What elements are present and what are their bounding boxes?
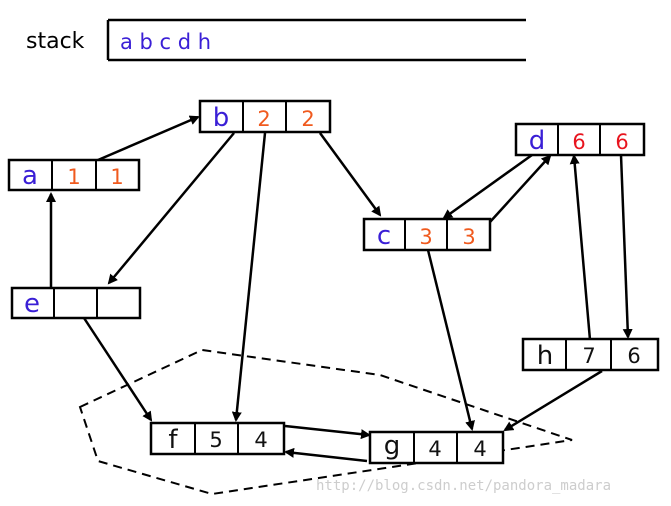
node-f-value-1: 5 [209, 428, 222, 452]
node-h-value-1: 7 [582, 344, 595, 368]
node-a-value-1: 1 [67, 165, 80, 189]
node-h-value-2: 6 [627, 344, 640, 368]
stack-label: stack [26, 29, 85, 54]
node-g-value-2: 4 [473, 437, 486, 461]
edge-h-g [503, 369, 603, 432]
node-d: d 6 6 [514, 122, 646, 157]
stack-contents: a b c d h [120, 30, 211, 54]
edge-b-f [231, 132, 267, 422]
node-d-name: d [529, 126, 546, 156]
watermark-text: http://blog.csdn.net/pandora_madara [316, 478, 611, 494]
node-a: a 1 1 [7, 158, 141, 192]
node-a-value-2: 1 [110, 165, 123, 189]
node-g-name: g [384, 431, 401, 461]
edge-d-c [442, 153, 533, 220]
edge-c-d [489, 154, 552, 223]
edge-c-g [426, 249, 475, 431]
node-f: f 5 4 [149, 421, 286, 456]
node-b-value-2: 2 [301, 107, 314, 131]
edge-h-d [569, 154, 592, 341]
edge-g-f [284, 447, 368, 463]
node-d-value-2: 6 [615, 130, 628, 154]
edge-d-h [619, 154, 633, 339]
stack-box [106, 18, 526, 62]
scc-region [78, 348, 573, 496]
node-c-value-2: 3 [462, 225, 475, 249]
node-b-name: b [213, 103, 230, 133]
node-h-name: h [537, 341, 553, 371]
edges [46, 115, 633, 463]
edge-f-g [284, 424, 371, 440]
edge-a-b [97, 115, 200, 162]
edge-e-f [82, 317, 153, 422]
node-e-name: e [24, 289, 40, 319]
node-f-name: f [168, 425, 178, 455]
node-b: b 2 2 [198, 99, 332, 134]
node-c-value-1: 3 [419, 225, 432, 249]
edge-b-c [318, 132, 382, 217]
node-e: e [10, 286, 142, 320]
node-g: g 4 4 [368, 430, 505, 465]
node-a-name: a [22, 161, 38, 191]
node-f-value-2: 4 [254, 428, 267, 452]
node-b-value-1: 2 [257, 107, 270, 131]
node-h: h 7 6 [521, 337, 660, 372]
edge-b-e [107, 132, 235, 285]
node-d-value-1: 6 [572, 130, 585, 154]
node-c: c 3 3 [362, 217, 492, 252]
node-g-value-1: 4 [428, 437, 441, 461]
node-c-name: c [377, 221, 391, 251]
